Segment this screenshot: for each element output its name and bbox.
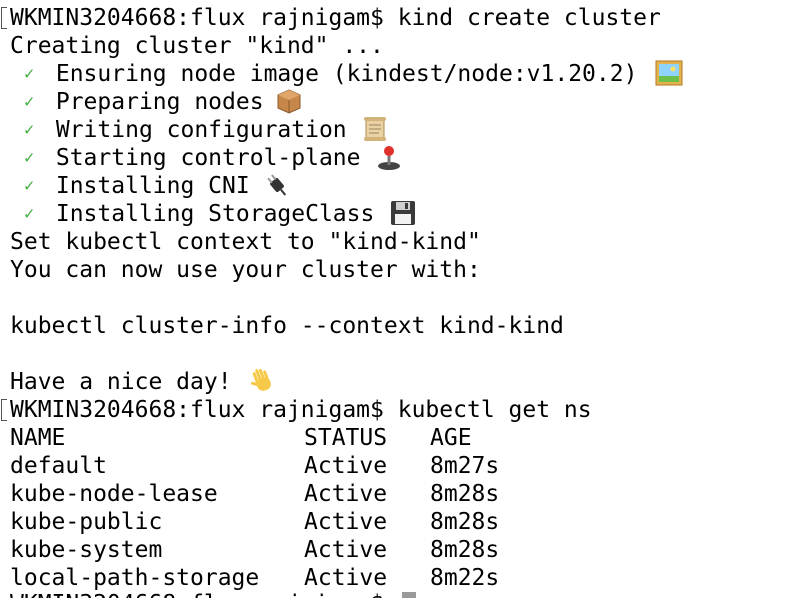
table-cell-status: Active (304, 565, 388, 591)
step-text: Starting control-plane (55, 145, 361, 171)
scroll-icon (364, 117, 386, 141)
command-text: kubectl get ns (397, 397, 592, 423)
output-use-cluster: You can now use your cluster with: (10, 257, 481, 283)
check-icon: ✓ (24, 120, 35, 140)
table-header-age: AGE (430, 425, 472, 451)
package-icon (277, 89, 301, 114)
command-text: kind create cluster (397, 5, 661, 31)
table-cell-name: default (10, 453, 107, 479)
table-header-name: NAME (10, 425, 66, 451)
output-nice-day: Have a nice day! (10, 369, 232, 395)
joystick-icon (378, 146, 400, 170)
output-creating: Creating cluster "kind" ... (10, 33, 384, 59)
step-text: Installing CNI (55, 173, 250, 199)
step-installing-storageclass: ✓ Installing StorageClass (24, 200, 374, 228)
step-writing-config: ✓ Writing configuration (24, 116, 347, 144)
step-starting-control-plane: ✓ Starting control-plane (24, 144, 361, 172)
step-text: Writing configuration (55, 117, 347, 143)
table-cell-status: Active (304, 537, 388, 563)
step-text: Ensuring node image (kindest/node:v1.20.… (55, 61, 638, 87)
prompt: WKMIN3204668:flux rajnigam$ (10, 397, 384, 423)
table-cell-name: kube-public (10, 509, 163, 535)
table-cell-name: local-path-storage (10, 565, 260, 591)
table-cell-age: 8m27s (430, 453, 500, 479)
table-cell-age: 8m22s (430, 565, 500, 591)
prompt-marker (1, 7, 7, 29)
floppy-disk-icon (391, 201, 415, 225)
table-cell-age: 8m28s (430, 509, 500, 535)
waving-hand-icon (251, 368, 271, 391)
check-icon: ✓ (24, 204, 35, 224)
check-icon: ✓ (24, 148, 35, 168)
prompt-marker (1, 399, 7, 421)
prompt-line-next: WKMIN3204668:flux rajnigam$ (10, 590, 384, 598)
table-cell-status: Active (304, 509, 388, 535)
framed-picture-icon (655, 60, 683, 86)
prompt: WKMIN3204668:flux rajnigam$ (10, 5, 384, 31)
terminal-cursor[interactable] (402, 592, 416, 598)
plug-icon (267, 174, 287, 196)
step-installing-cni: ✓ Installing CNI (24, 172, 250, 200)
prompt-line-getns: WKMIN3204668:flux rajnigam$ kubectl get … (10, 396, 592, 424)
table-cell-status: Active (304, 453, 388, 479)
table-header-status: STATUS (304, 425, 388, 451)
check-icon: ✓ (24, 92, 35, 112)
check-icon: ✓ (24, 64, 35, 84)
output-cluster-info-cmd: kubectl cluster-info --context kind-kind (10, 313, 564, 339)
step-preparing-nodes: ✓ Preparing nodes (24, 88, 264, 116)
check-icon: ✓ (24, 176, 35, 196)
step-text: Installing StorageClass (55, 201, 375, 227)
table-cell-age: 8m28s (430, 481, 500, 507)
prompt-line-create: WKMIN3204668:flux rajnigam$ kind create … (10, 4, 661, 32)
table-cell-name: kube-system (10, 537, 163, 563)
table-cell-name: kube-node-lease (10, 481, 218, 507)
step-text: Preparing nodes (55, 89, 264, 115)
table-cell-age: 8m28s (430, 537, 500, 563)
table-cell-status: Active (304, 481, 388, 507)
step-ensuring-image: ✓ Ensuring node image (kindest/node:v1.2… (24, 60, 637, 88)
output-context: Set kubectl context to "kind-kind" (10, 229, 481, 255)
